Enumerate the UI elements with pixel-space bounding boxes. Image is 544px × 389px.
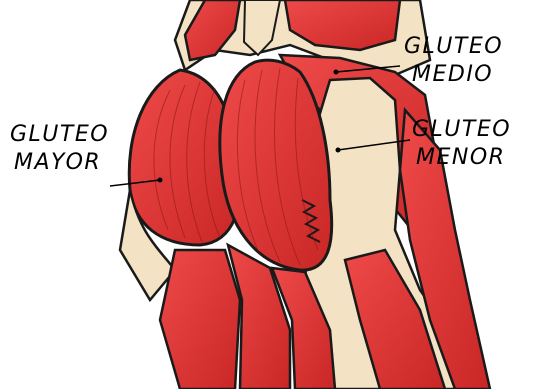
label-gluteo-mayor-line1: GLUTEO: [10, 122, 109, 148]
label-gluteo-medio-line2: MEDIO: [412, 62, 493, 88]
hamstring-muscle-left: [160, 250, 240, 389]
label-gluteo-menor-line1: GLUTEO: [412, 117, 511, 143]
leader-dot-gluteo-mayor: [158, 178, 163, 183]
label-gluteo-menor-line2: MENOR: [416, 145, 505, 171]
leader-dot-gluteo-menor: [336, 148, 341, 153]
label-gluteo-medio-line1: GLUTEO: [404, 34, 503, 60]
leader-dot-gluteo-medio: [334, 70, 339, 75]
label-gluteo-mayor-line2: MAYOR: [14, 150, 101, 176]
